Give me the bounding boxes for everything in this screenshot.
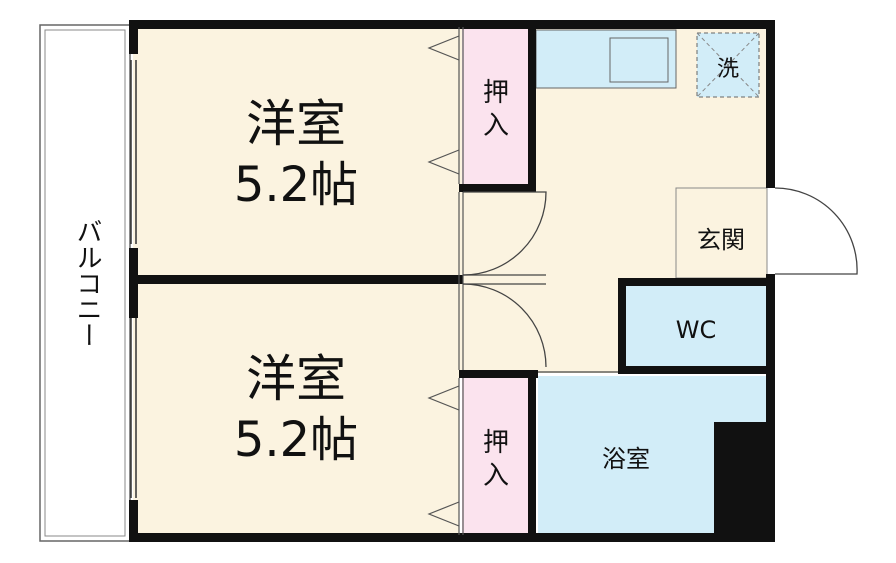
washer-label: 洗 (717, 57, 739, 82)
room-upper-size: 5.2帖 (234, 157, 358, 213)
closet-upper-floor (462, 27, 528, 185)
room-upper-floor (133, 27, 459, 279)
closet-lower-label-1: 押 (483, 428, 509, 458)
closet-fronts (427, 27, 464, 535)
doors (462, 187, 858, 373)
closet-upper-label-2: 入 (483, 111, 509, 141)
room-lower-name: 洋室 (246, 350, 346, 408)
entrance-label: 玄関 (697, 226, 745, 254)
closet-upper-label-1: 押 (483, 78, 509, 108)
closet-lower-floor (462, 376, 528, 535)
room-lower-size: 5.2帖 (234, 412, 358, 468)
room-upper-name: 洋室 (246, 95, 346, 153)
balcony-label: バルコニー (72, 218, 102, 348)
wc-floor (626, 286, 767, 370)
room-lower-floor (133, 283, 459, 535)
bath-label: 浴室 (602, 445, 650, 473)
wc-label: WC (676, 316, 717, 344)
balcony (39, 24, 131, 542)
balcony-windows (130, 60, 137, 498)
walls (129, 20, 775, 542)
sink (609, 37, 669, 83)
bath-shaft (714, 422, 770, 538)
closet-lower-label-2: 入 (483, 461, 509, 491)
